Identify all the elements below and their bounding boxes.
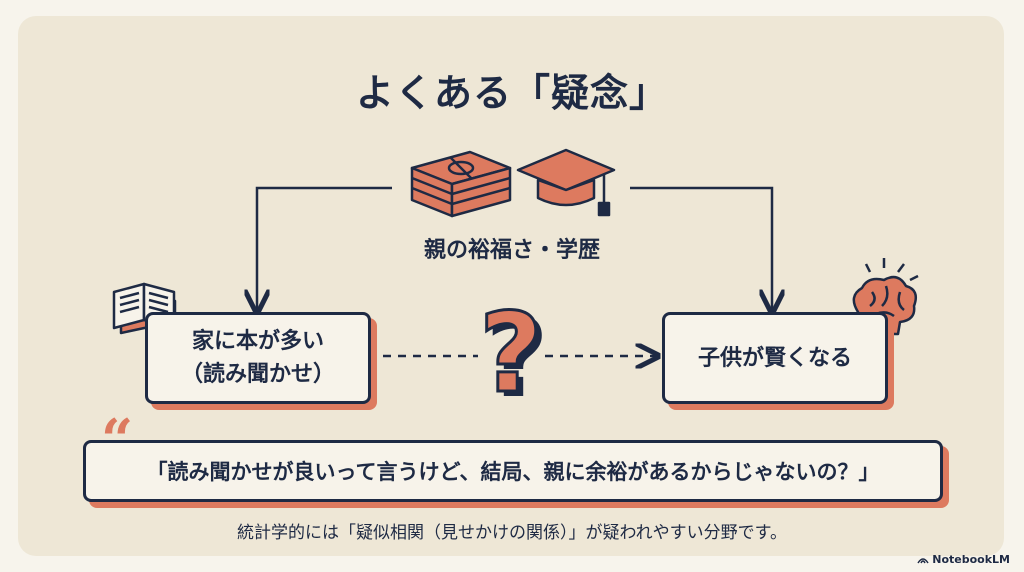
confounder-to-effect-arrow (630, 186, 772, 312)
money-stack-icon (410, 150, 512, 218)
cause-label-line1: 家に本が多い (191, 329, 324, 354)
confounder-label: 親の裕福さ・学歴 (423, 238, 600, 263)
svg-text:?: ? (479, 289, 543, 417)
page-title: よくある「疑念」 (355, 71, 668, 115)
notebooklm-logo-icon (917, 557, 929, 563)
confounder-to-cause-arrow (257, 186, 392, 312)
watermark-text: NotebookLM (932, 553, 1010, 566)
quote-text: 「読み聞かせが良いって言うけど、結局、親に余裕があるからじゃないの？」 (146, 460, 880, 484)
question-mark-graphic: ? ? (478, 288, 549, 423)
watermark: NotebookLM (917, 553, 1010, 566)
cause-label-line2: （読み聞かせ） (180, 362, 335, 387)
cause-box: 家に本が多い （読み聞かせ） (145, 312, 371, 404)
graduation-cap-icon (516, 148, 616, 217)
quote-box: 「読み聞かせが良いって言うけど、結局、親に余裕があるからじゃないの？」 (83, 440, 943, 502)
svg-text:?: ? (485, 294, 549, 422)
effect-box: 子供が賢くなる (662, 312, 888, 404)
effect-label: 子供が賢くなる (697, 345, 852, 371)
footnote: 統計学的には「疑似相関（見せかけの関係）」が疑われやすい分野です。 (237, 523, 787, 543)
